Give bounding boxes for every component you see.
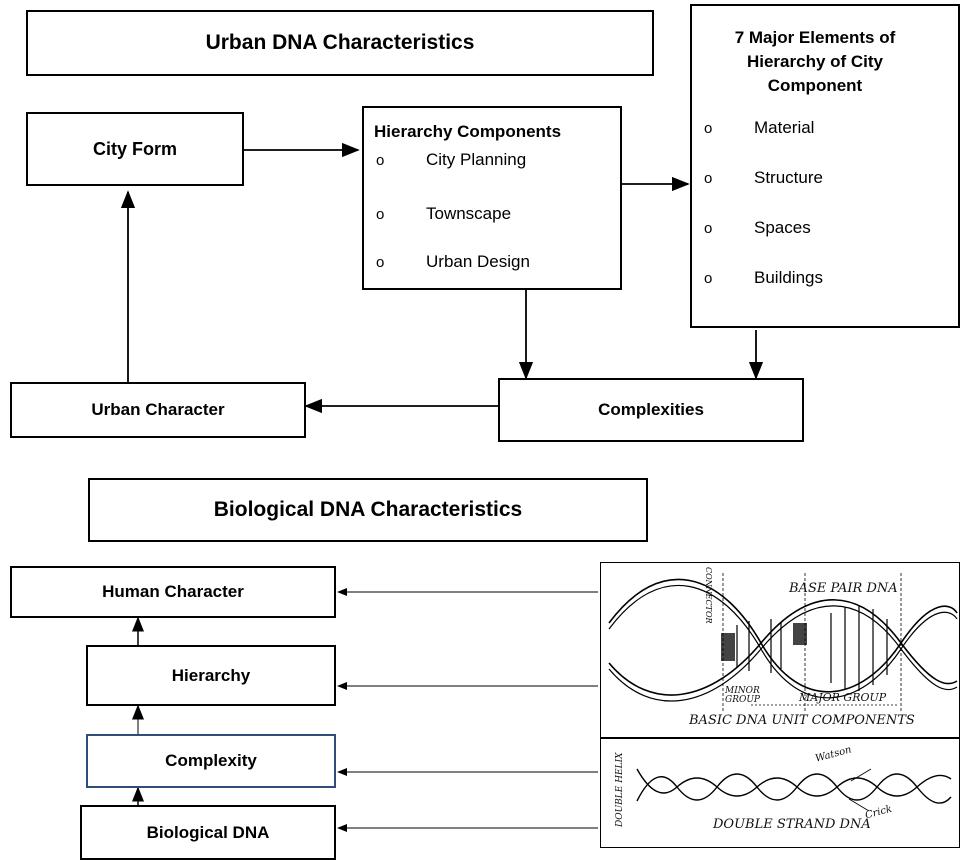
double-strand-dna-sketch: DOUBLE HELIX Watson Crick DOUBLE STRAND … (600, 738, 960, 848)
biological-title: Biological DNA Characteristics (88, 478, 648, 542)
double-helix-drawing (608, 573, 958, 713)
major-elements-title: 7 Major Elements of Hierarchy of City Co… (734, 28, 896, 95)
major-group-label: MAJOR GROUP (799, 691, 887, 704)
human-character-box: Human Character (10, 566, 336, 618)
urban-character-box: Urban Character (10, 382, 306, 438)
double-strand-caption: DOUBLE STRAND DNA (713, 817, 871, 832)
complexities-box: Complexities (498, 378, 804, 442)
major-elements-box: 7 Major Elements of Hierarchy of City Co… (690, 4, 960, 328)
basic-dna-caption: BASIC DNA UNIT COMPONENTS (689, 713, 915, 728)
base-pair-label: BASE PAIR DNA (789, 581, 898, 596)
double-strand-drawing (636, 768, 952, 812)
city-form-box: City Form (26, 112, 244, 186)
urban-title: Urban DNA Characteristics (26, 10, 654, 76)
complexity-box: Complexity (86, 734, 336, 788)
base-pair-dna-sketch: BASE PAIR DNA CONNECTOR MINOR GROUP MAJO… (600, 562, 960, 738)
double-helix-label: DOUBLE HELIX (615, 752, 625, 827)
hierarchy-box: Hierarchy (86, 645, 336, 706)
hierarchy-components-title: Hierarchy Components (374, 122, 562, 141)
connector-label: CONNECTOR (704, 567, 713, 624)
minor-group-label: MINOR GROUP (725, 686, 760, 705)
biological-dna-box: Biological DNA (80, 805, 336, 860)
